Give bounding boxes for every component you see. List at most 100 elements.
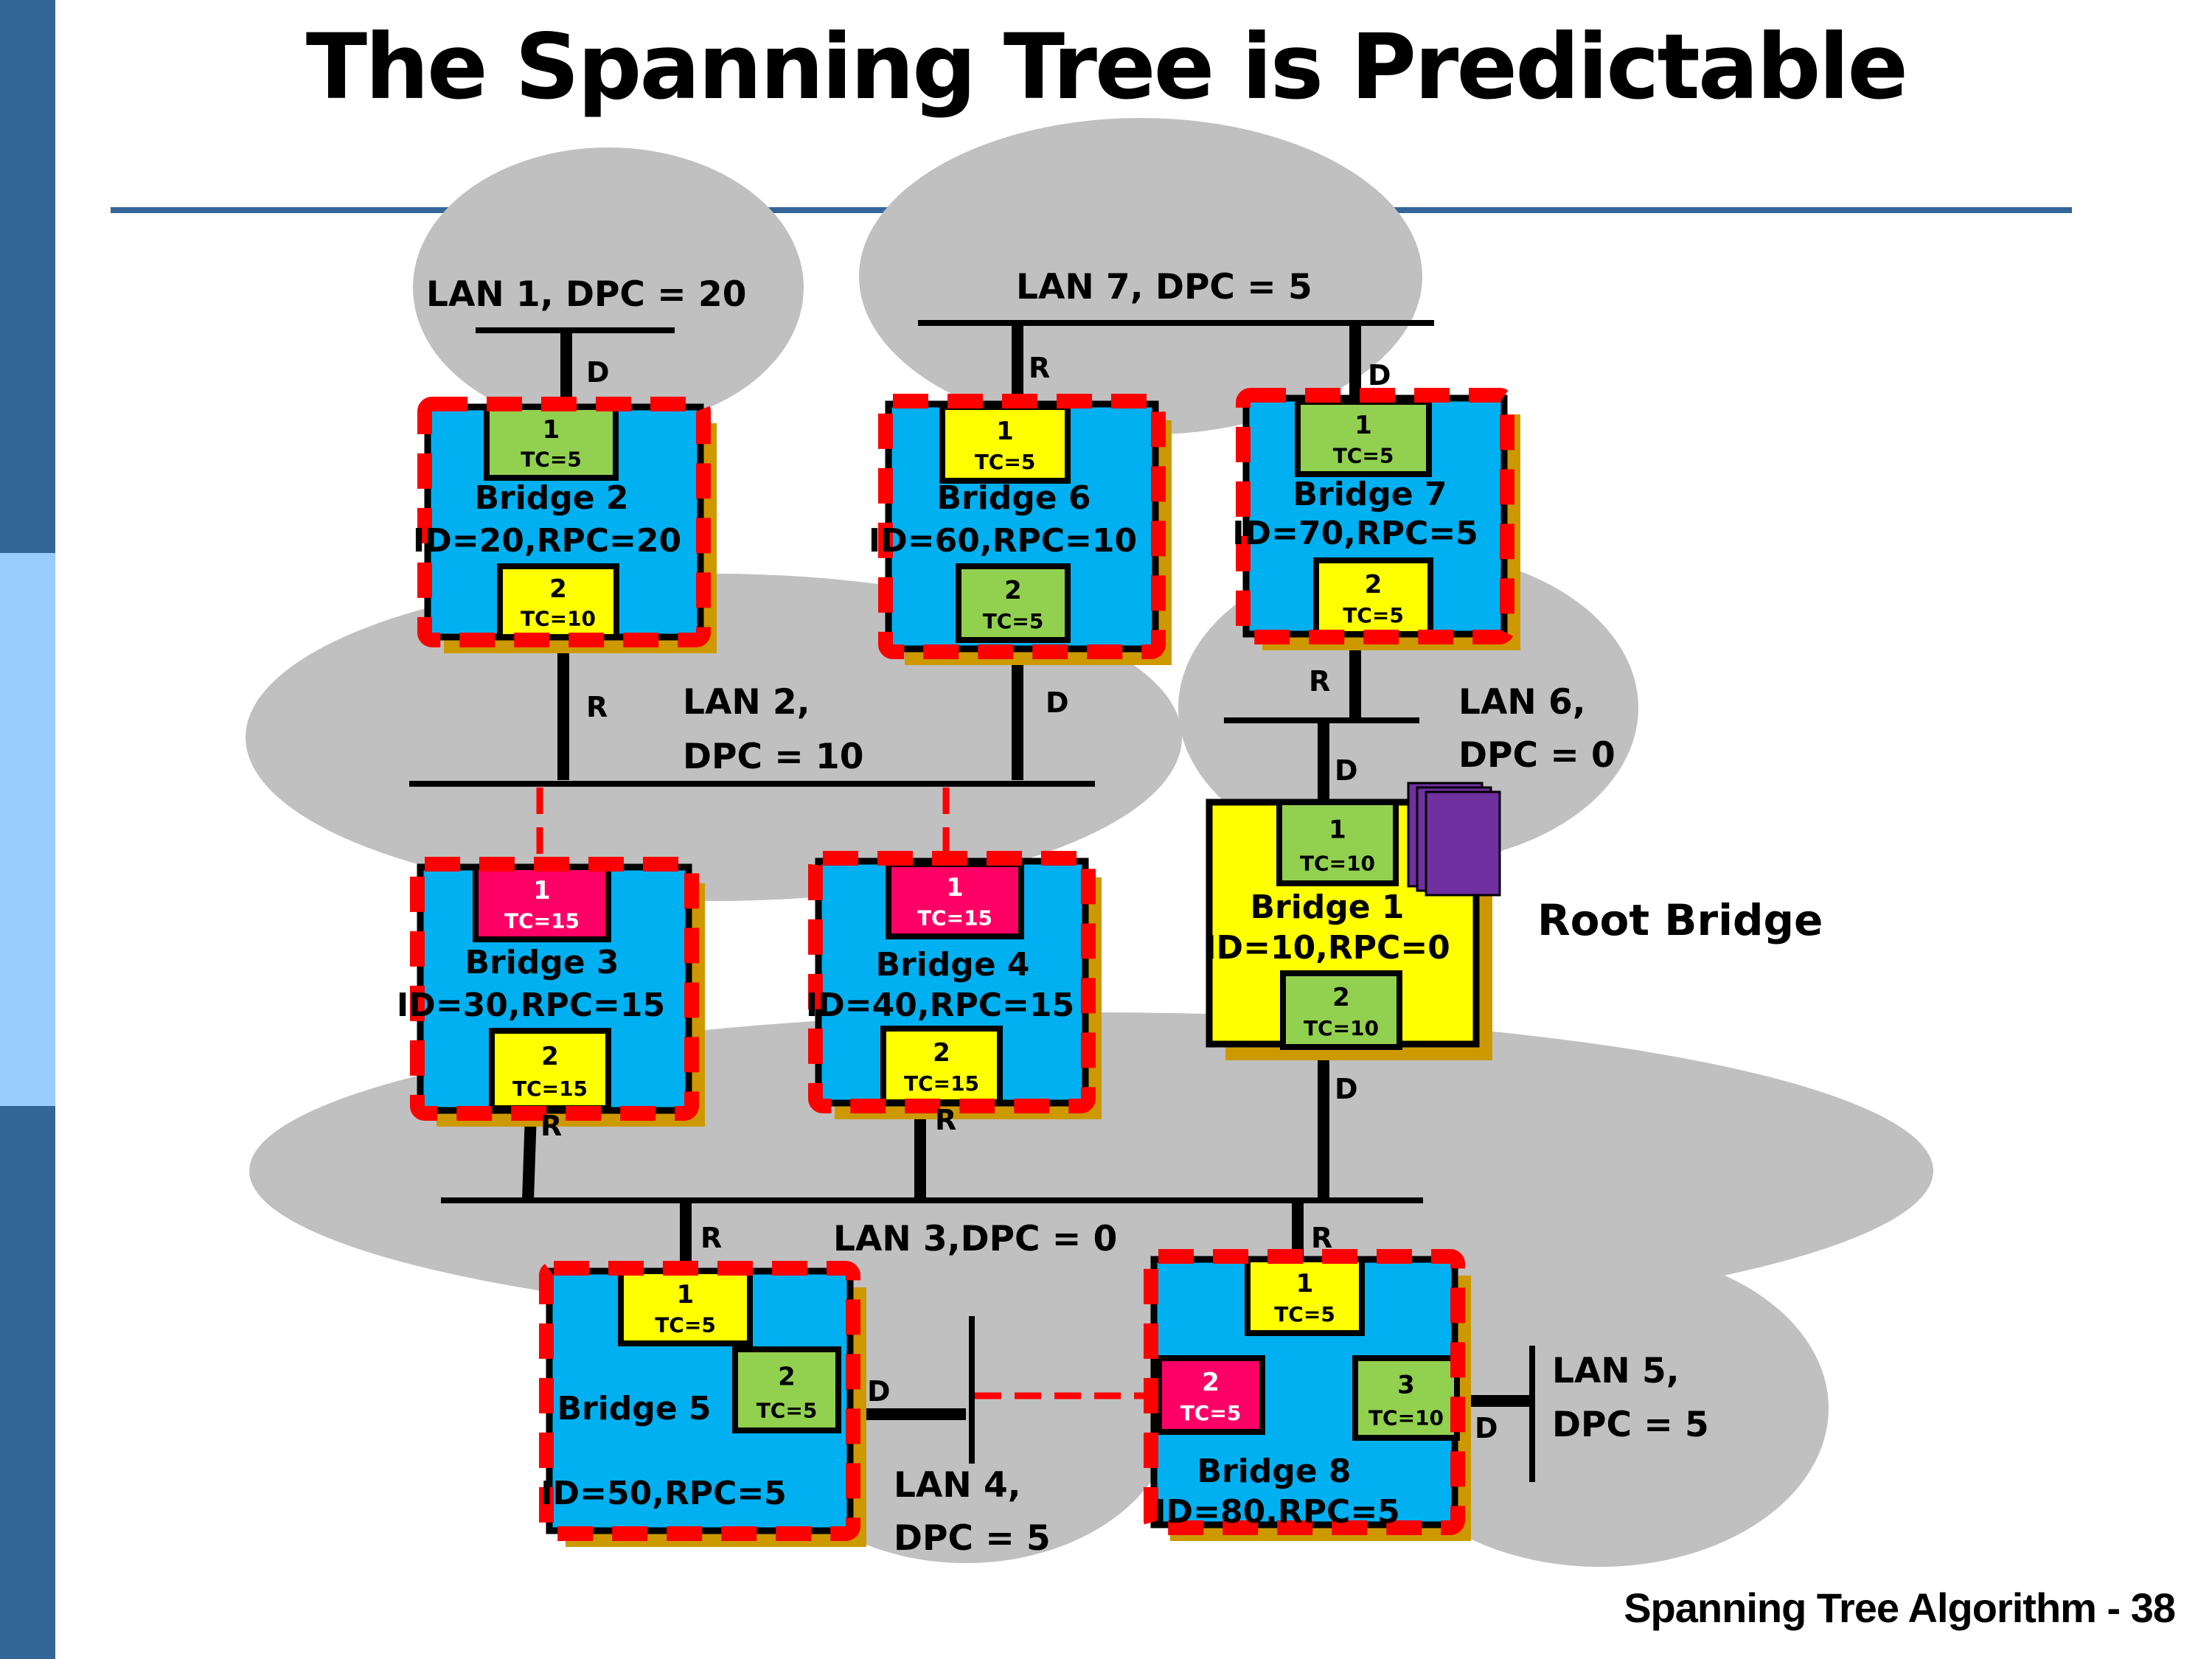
port-role-b8-lan3: R bbox=[1311, 1222, 1332, 1254]
slide-sidebar bbox=[0, 0, 55, 1659]
b5-port-2 bbox=[732, 1346, 841, 1433]
port-role-b6-lan7: R bbox=[1029, 352, 1050, 384]
b3-port-1-tc: TC=15 bbox=[504, 908, 580, 933]
lan-buses bbox=[409, 320, 1535, 1482]
b5-name: Bridge 5 bbox=[557, 1390, 711, 1427]
b8-port-3-tc: TC=10 bbox=[1368, 1406, 1444, 1430]
b6-port-2-tc: TC=5 bbox=[983, 609, 1044, 633]
b5-port-2-number: 2 bbox=[778, 1362, 796, 1391]
b6-info: ID=60,RPC=10 bbox=[869, 522, 1137, 560]
b7-port-2-tc: TC=5 bbox=[1343, 603, 1404, 627]
b6-name: Bridge 6 bbox=[936, 479, 1091, 517]
b7-port-2 bbox=[1313, 557, 1433, 637]
b2-port-2-tc: TC=10 bbox=[521, 607, 596, 631]
b6-port-1-tc: TC=5 bbox=[975, 450, 1036, 474]
port-role-b1-lan6: D bbox=[1335, 754, 1358, 787]
b7-port-1-tc: TC=5 bbox=[1333, 443, 1394, 467]
b1-port-1 bbox=[1276, 799, 1399, 886]
b8-port-3 bbox=[1352, 1355, 1460, 1441]
lan4-label-line1: LAN 4, bbox=[894, 1465, 1021, 1506]
sidebar-segment-middle bbox=[0, 553, 55, 1106]
port-role-labels: D R R D D R D D R R R D R D bbox=[540, 352, 1498, 1444]
port-role-b1-lan3: D bbox=[1335, 1073, 1358, 1105]
port-role-b2-lan2: R bbox=[586, 691, 608, 723]
b1-port-1-number: 1 bbox=[1329, 815, 1346, 844]
lan4-label-line2: DPC = 5 bbox=[894, 1518, 1051, 1559]
b3-port-1-number: 1 bbox=[533, 876, 551, 905]
b1-name: Bridge 1 bbox=[1250, 888, 1404, 926]
b2-port-2 bbox=[497, 563, 619, 640]
b6-port-2-number: 2 bbox=[1004, 576, 1022, 605]
b2-port-1-tc: TC=5 bbox=[521, 448, 582, 472]
port-role-b7-lan6: R bbox=[1309, 665, 1330, 698]
b4-name: Bridge 4 bbox=[875, 946, 1029, 984]
lan6-label-line1: LAN 6, bbox=[1458, 682, 1586, 723]
active-links bbox=[522, 323, 1532, 1420]
b8-port-1 bbox=[1245, 1256, 1365, 1336]
b4-port-2 bbox=[880, 1026, 1003, 1105]
lan1-cloud bbox=[413, 147, 804, 428]
lan7-label: LAN 7, DPC = 5 bbox=[1016, 267, 1312, 307]
b6-port-2 bbox=[956, 563, 1071, 643]
lan-labels: LAN 1, DPC = 20 LAN 7, DPC = 5 LAN 2, DP… bbox=[426, 267, 1709, 1559]
b5-port-1-tc: TC=5 bbox=[655, 1312, 716, 1337]
b5-port-1-number: 1 bbox=[677, 1280, 695, 1310]
b8-port-1-tc: TC=5 bbox=[1274, 1302, 1335, 1326]
lan5-label-line1: LAN 5, bbox=[1552, 1351, 1680, 1391]
sidebar-segment-bottom bbox=[0, 1106, 55, 1659]
b5-port-2-tc: TC=5 bbox=[757, 1398, 818, 1422]
b3-info: ID=30,RPC=15 bbox=[397, 987, 665, 1024]
link-b3-lan3 bbox=[522, 1113, 537, 1201]
b7-port-2-number: 2 bbox=[1365, 570, 1382, 599]
port-role-b2-lan1: D bbox=[586, 356, 610, 389]
b3-dashed-border bbox=[410, 857, 699, 1121]
b5-info: ID=50,RPC=5 bbox=[540, 1475, 787, 1512]
b8-name: Bridge 8 bbox=[1197, 1453, 1351, 1490]
lan5-cloud bbox=[1371, 1250, 1829, 1567]
b8-port-2-number: 2 bbox=[1202, 1368, 1220, 1397]
port-role-b5-lan3: R bbox=[700, 1222, 722, 1254]
b7-dashed-border bbox=[1236, 388, 1514, 644]
lan2-label-line2: DPC = 10 bbox=[683, 737, 863, 777]
b1-port-2 bbox=[1280, 970, 1402, 1050]
b7-port-1-number: 1 bbox=[1354, 411, 1372, 440]
lan1-label: LAN 1, DPC = 20 bbox=[426, 274, 746, 315]
b4-port-1-number: 1 bbox=[946, 873, 964, 902]
b3-port-2-tc: TC=15 bbox=[512, 1077, 588, 1101]
lan-clouds bbox=[246, 118, 1933, 1567]
port-role-b4-lan3: R bbox=[935, 1104, 956, 1136]
b1-port-2-number: 2 bbox=[1332, 983, 1350, 1012]
b6-dashed-border bbox=[878, 394, 1166, 659]
b8-port-3-number: 3 bbox=[1397, 1371, 1415, 1400]
b3-port-2-number: 2 bbox=[541, 1042, 559, 1071]
blocked-links bbox=[536, 787, 1147, 1399]
b5-dashed-border bbox=[539, 1261, 860, 1541]
b1-port-2-tc: TC=10 bbox=[1304, 1016, 1379, 1040]
lan3-label: LAN 3,DPC = 0 bbox=[833, 1219, 1117, 1259]
b4-port-1 bbox=[886, 861, 1024, 939]
port-role-b5-lan4: D bbox=[867, 1375, 891, 1408]
b6-port-1-number: 1 bbox=[996, 417, 1014, 446]
lan2-label-line1: LAN 2, bbox=[683, 682, 810, 723]
b2-port-1-number: 1 bbox=[543, 415, 560, 445]
slide-footer: Spanning Tree Algorithm - 38 bbox=[1624, 1585, 2176, 1631]
root-bridge-marker-icon bbox=[1407, 782, 1501, 897]
port-role-b8-lan5: D bbox=[1475, 1412, 1498, 1444]
lan5-label-line2: DPC = 5 bbox=[1552, 1405, 1709, 1445]
b7-name: Bridge 7 bbox=[1293, 476, 1447, 513]
b2-info: ID=20,RPC=20 bbox=[413, 522, 681, 560]
b2-name: Bridge 2 bbox=[474, 479, 628, 517]
b4-port-2-number: 2 bbox=[933, 1038, 950, 1068]
slide-title: The Spanning Tree is Predictable bbox=[305, 15, 1908, 119]
b1-info: ID=10,RPC=0 bbox=[1204, 929, 1450, 967]
port-role-b3-lan3: R bbox=[540, 1110, 562, 1142]
port-role-b7-lan7: D bbox=[1368, 359, 1391, 392]
b7-port-1 bbox=[1295, 399, 1432, 477]
